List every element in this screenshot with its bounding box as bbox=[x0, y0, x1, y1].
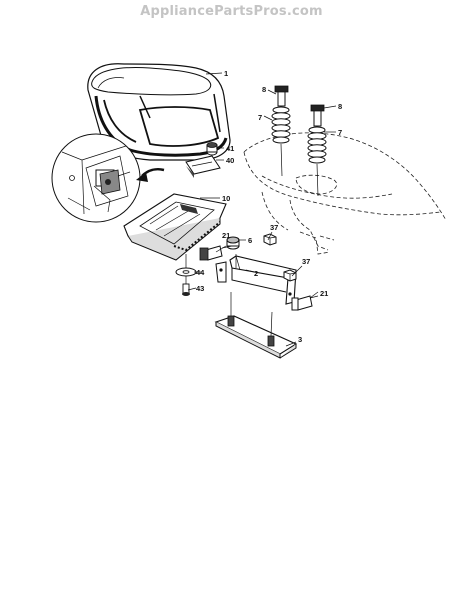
callout-7-left: 7 bbox=[258, 113, 262, 122]
inset-arrowhead bbox=[136, 172, 148, 182]
watermark: AppliancePartsPros.com bbox=[140, 4, 323, 19]
callout-3: 3 bbox=[298, 335, 302, 344]
callout-8-left: 8 bbox=[262, 85, 266, 94]
callout-37-upper: 37 bbox=[270, 223, 278, 232]
seat-pan bbox=[123, 193, 227, 261]
nut-upper bbox=[263, 233, 277, 246]
callout-37-lower: 37 bbox=[302, 257, 310, 266]
seat bbox=[87, 63, 231, 161]
bolt-lower-right bbox=[291, 295, 319, 311]
callout-2: 2 bbox=[254, 269, 258, 278]
callout-1: 1 bbox=[224, 69, 228, 78]
fender-outline bbox=[243, 132, 447, 255]
callout-21-left: 21 bbox=[222, 231, 230, 240]
spring-left bbox=[271, 106, 291, 144]
plate bbox=[214, 292, 298, 359]
part-40 bbox=[185, 155, 221, 178]
callout-10: 10 bbox=[222, 194, 230, 203]
spring-right bbox=[307, 126, 327, 164]
bracket bbox=[215, 254, 297, 305]
callout-43: 43 bbox=[196, 284, 204, 293]
bolt-left bbox=[274, 85, 289, 107]
leader-lines bbox=[187, 72, 337, 347]
callout-7-right: 7 bbox=[338, 128, 342, 137]
bolt-right bbox=[310, 104, 325, 127]
inset-detail bbox=[51, 133, 141, 223]
callout-21-right: 21 bbox=[320, 289, 328, 298]
callout-6: 6 bbox=[248, 236, 252, 245]
washer bbox=[175, 267, 197, 277]
callout-40: 40 bbox=[226, 156, 234, 165]
nut-lower bbox=[283, 269, 297, 282]
part-41 bbox=[206, 142, 218, 156]
callout-41: 41 bbox=[226, 144, 234, 153]
bolt-lower-left bbox=[199, 245, 233, 261]
callout-44: 44 bbox=[196, 268, 205, 277]
callout-8-right: 8 bbox=[338, 102, 342, 111]
screw bbox=[182, 283, 190, 296]
